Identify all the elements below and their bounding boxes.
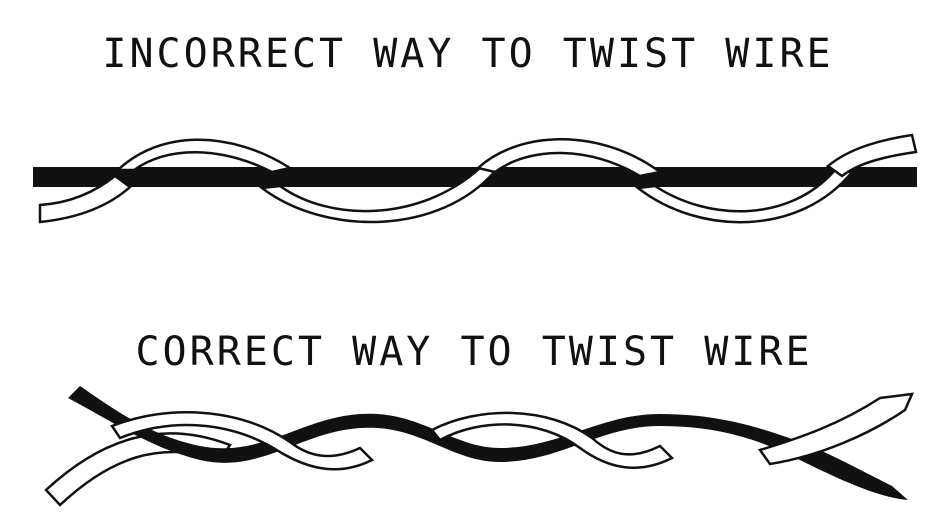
white-wire-back bbox=[46, 433, 230, 505]
incorrect-twist-illustration bbox=[33, 135, 917, 222]
correct-twist-illustration bbox=[46, 386, 912, 505]
